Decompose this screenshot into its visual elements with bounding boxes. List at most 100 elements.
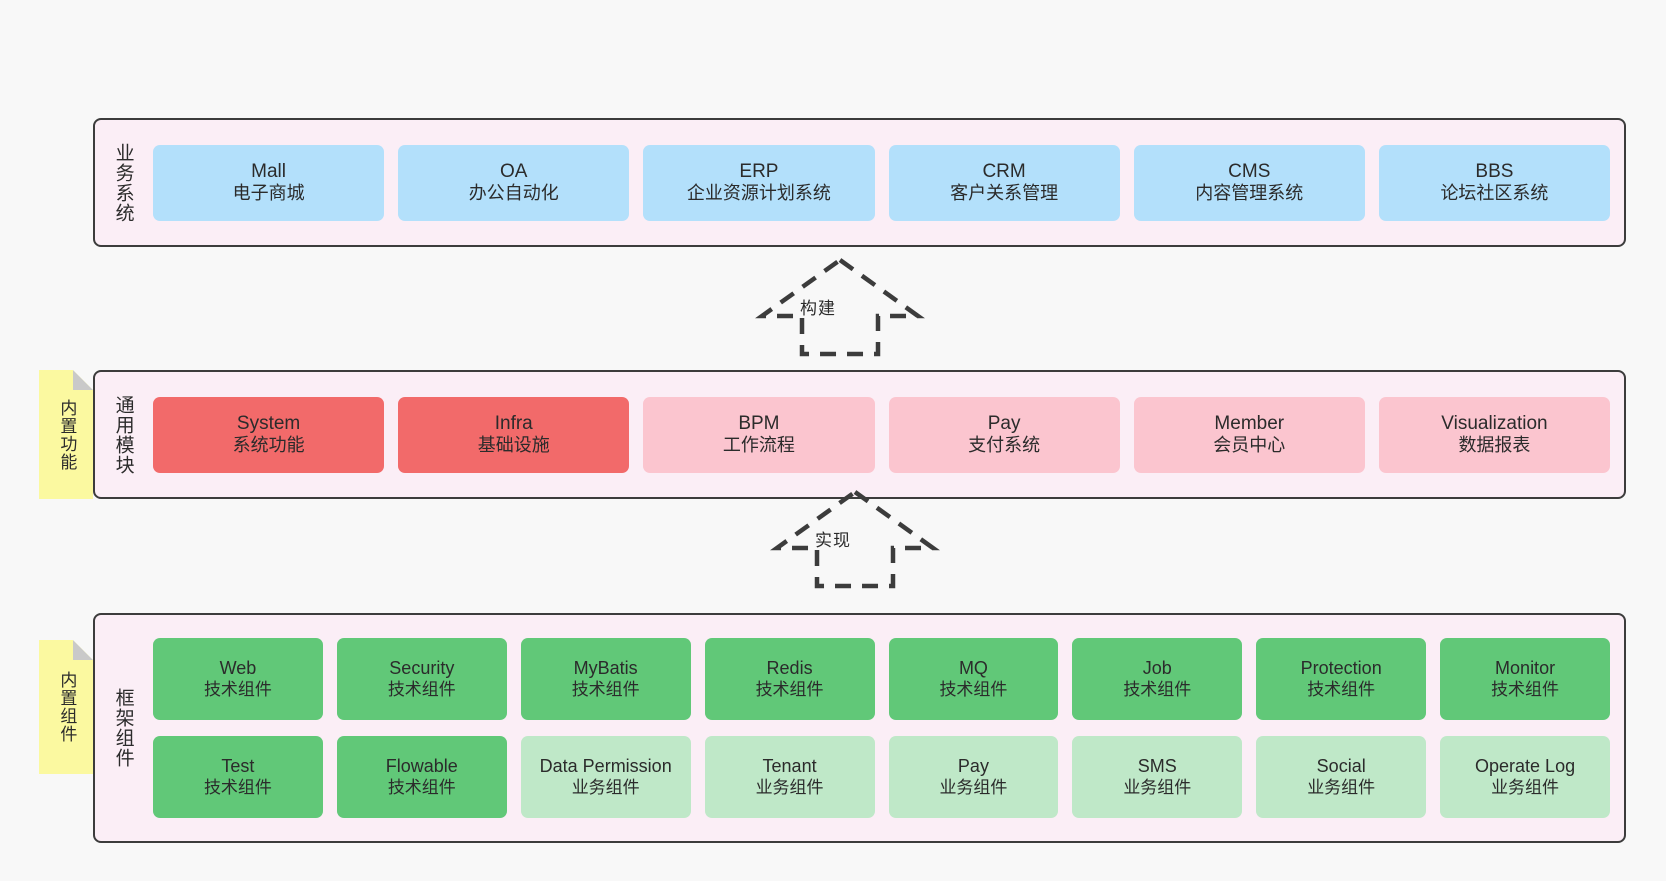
- sticky-note-builtin-component: 内置组件: [39, 640, 93, 774]
- card-crm[interactable]: CRM 客户关系管理: [888, 144, 1120, 221]
- card-title: Protection: [1300, 657, 1382, 678]
- card-subtitle: 客户关系管理: [950, 183, 1059, 204]
- layer-label-common-module: 通用模块: [112, 394, 134, 475]
- card-subtitle: 技术组件: [939, 679, 1008, 699]
- card-bpm[interactable]: BPM 工作流程: [643, 396, 875, 473]
- card-monitor[interactable]: Monitor 技术组件: [1440, 638, 1610, 720]
- card-row-business: Test 技术组件 Flowable 技术组件 Data Permission …: [153, 736, 1610, 818]
- card-bbs[interactable]: BBS 论坛社区系统: [1378, 144, 1611, 221]
- card-system[interactable]: System 系统功能: [153, 396, 385, 473]
- card-data-permission[interactable]: Data Permission 业务组件: [520, 736, 691, 818]
- card-row-tech: Web 技术组件 Security 技术组件 MyBatis 技术组件 Redi…: [153, 638, 1610, 720]
- card-title: ERP: [739, 160, 779, 182]
- card-title: Test: [221, 755, 255, 776]
- card-subtitle: 技术组件: [203, 679, 272, 699]
- card-title: BPM: [738, 412, 780, 434]
- card-title: Visualization: [1441, 412, 1548, 434]
- card-subtitle: 技术组件: [1307, 679, 1376, 699]
- card-subtitle: 企业资源计划系统: [686, 183, 831, 204]
- card-title: OA: [500, 160, 528, 182]
- card-title: Pay: [957, 755, 989, 776]
- layer-business-system[interactable]: 业务系统 Mall 电子商城 OA 办公自动化 ERP 企业资源计划系统 CRM…: [93, 118, 1626, 247]
- card-member[interactable]: Member 会员中心: [1133, 396, 1365, 473]
- card-title: Pay: [987, 412, 1021, 434]
- layer-framework-component[interactable]: 框架组件 Web 技术组件 Security 技术组件 MyBatis 技术组件…: [93, 613, 1626, 843]
- card-subtitle: 业务组件: [1491, 777, 1560, 797]
- layer-common-module[interactable]: 通用模块 System 系统功能 Infra 基础设施 BPM 工作流程 Pay…: [93, 370, 1626, 499]
- card-title: SMS: [1137, 755, 1177, 776]
- card-subtitle: 系统功能: [232, 435, 305, 456]
- card-title: BBS: [1475, 160, 1514, 182]
- connector-label-build: 构建: [800, 299, 836, 318]
- card-mq[interactable]: MQ 技术组件: [888, 638, 1059, 720]
- card-title: MyBatis: [573, 657, 638, 678]
- card-mall[interactable]: Mall 电子商城: [153, 144, 385, 221]
- card-title: Infra: [494, 412, 533, 434]
- card-title: CRM: [982, 160, 1026, 182]
- sticky-note-label: 内置功能: [57, 398, 77, 471]
- card-job[interactable]: Job 技术组件: [1072, 638, 1243, 720]
- layer-label-business-system: 业务系统: [112, 142, 134, 223]
- card-title: Mall: [251, 160, 286, 182]
- card-title: Job: [1142, 657, 1172, 678]
- card-title: Social: [1316, 755, 1366, 776]
- card-row: System 系统功能 Infra 基础设施 BPM 工作流程 Pay 支付系统…: [153, 396, 1611, 473]
- card-pay-business[interactable]: Pay 业务组件: [888, 736, 1059, 818]
- card-subtitle: 技术组件: [387, 777, 456, 797]
- card-subtitle: 办公自动化: [468, 183, 559, 204]
- card-title: Member: [1214, 412, 1285, 434]
- card-tenant[interactable]: Tenant 业务组件: [704, 736, 875, 818]
- card-web[interactable]: Web 技术组件: [153, 638, 323, 720]
- card-erp[interactable]: ERP 企业资源计划系统: [643, 144, 875, 221]
- sticky-fold-corner-icon: [73, 640, 93, 660]
- card-oa[interactable]: OA 办公自动化: [398, 144, 630, 221]
- card-infra[interactable]: Infra 基础设施: [398, 396, 630, 473]
- layer-label-framework-component: 框架组件: [112, 688, 134, 768]
- card-title: CMS: [1228, 160, 1271, 182]
- layer-body-business-system: Mall 电子商城 OA 办公自动化 ERP 企业资源计划系统 CRM 客户关系…: [151, 120, 1624, 245]
- card-subtitle: 业务组件: [939, 777, 1008, 797]
- card-subtitle: 工作流程: [722, 435, 795, 456]
- card-title: Flowable: [385, 755, 458, 776]
- card-title: Data Permission: [539, 755, 672, 776]
- card-subtitle: 电子商城: [232, 183, 305, 204]
- card-flowable[interactable]: Flowable 技术组件: [336, 736, 507, 818]
- card-subtitle: 基础设施: [477, 435, 550, 456]
- card-title: MQ: [958, 657, 988, 678]
- card-cms[interactable]: CMS 内容管理系统: [1133, 144, 1365, 221]
- connector-label-implement: 实现: [815, 531, 851, 550]
- card-subtitle: 技术组件: [203, 777, 272, 797]
- card-redis[interactable]: Redis 技术组件: [704, 638, 875, 720]
- card-subtitle: 技术组件: [571, 679, 640, 699]
- card-pay[interactable]: Pay 支付系统: [888, 396, 1120, 473]
- card-row: Mall 电子商城 OA 办公自动化 ERP 企业资源计划系统 CRM 客户关系…: [153, 144, 1611, 221]
- card-subtitle: 技术组件: [1123, 679, 1192, 699]
- card-title: System: [236, 412, 301, 434]
- card-sms[interactable]: SMS 业务组件: [1072, 736, 1243, 818]
- layer-body-common-module: System 系统功能 Infra 基础设施 BPM 工作流程 Pay 支付系统…: [151, 372, 1624, 497]
- connector-implement-arrow: 实现: [770, 489, 940, 589]
- card-title: Security: [389, 657, 455, 678]
- card-subtitle: 技术组件: [1491, 679, 1560, 699]
- card-title: Tenant: [762, 755, 817, 776]
- card-test[interactable]: Test 技术组件: [153, 736, 323, 818]
- card-title: Operate Log: [1475, 755, 1576, 776]
- card-operate-log[interactable]: Operate Log 业务组件: [1440, 736, 1610, 818]
- sticky-fold-corner-icon: [73, 370, 93, 390]
- card-visualization[interactable]: Visualization 数据报表: [1378, 396, 1611, 473]
- card-mybatis[interactable]: MyBatis 技术组件: [520, 638, 691, 720]
- card-subtitle: 内容管理系统: [1195, 183, 1304, 204]
- card-subtitle: 会员中心: [1213, 435, 1286, 456]
- card-security[interactable]: Security 技术组件: [336, 638, 507, 720]
- card-subtitle: 论坛社区系统: [1440, 183, 1549, 204]
- card-subtitle: 数据报表: [1458, 435, 1531, 456]
- card-subtitle: 技术组件: [387, 679, 456, 699]
- card-subtitle: 支付系统: [968, 435, 1041, 456]
- card-subtitle: 业务组件: [1307, 777, 1376, 797]
- card-subtitle: 业务组件: [755, 777, 824, 797]
- card-social[interactable]: Social 业务组件: [1256, 736, 1427, 818]
- layer-body-framework-component: Web 技术组件 Security 技术组件 MyBatis 技术组件 Redi…: [151, 615, 1624, 841]
- card-title: Redis: [766, 657, 813, 678]
- card-protection[interactable]: Protection 技术组件: [1256, 638, 1427, 720]
